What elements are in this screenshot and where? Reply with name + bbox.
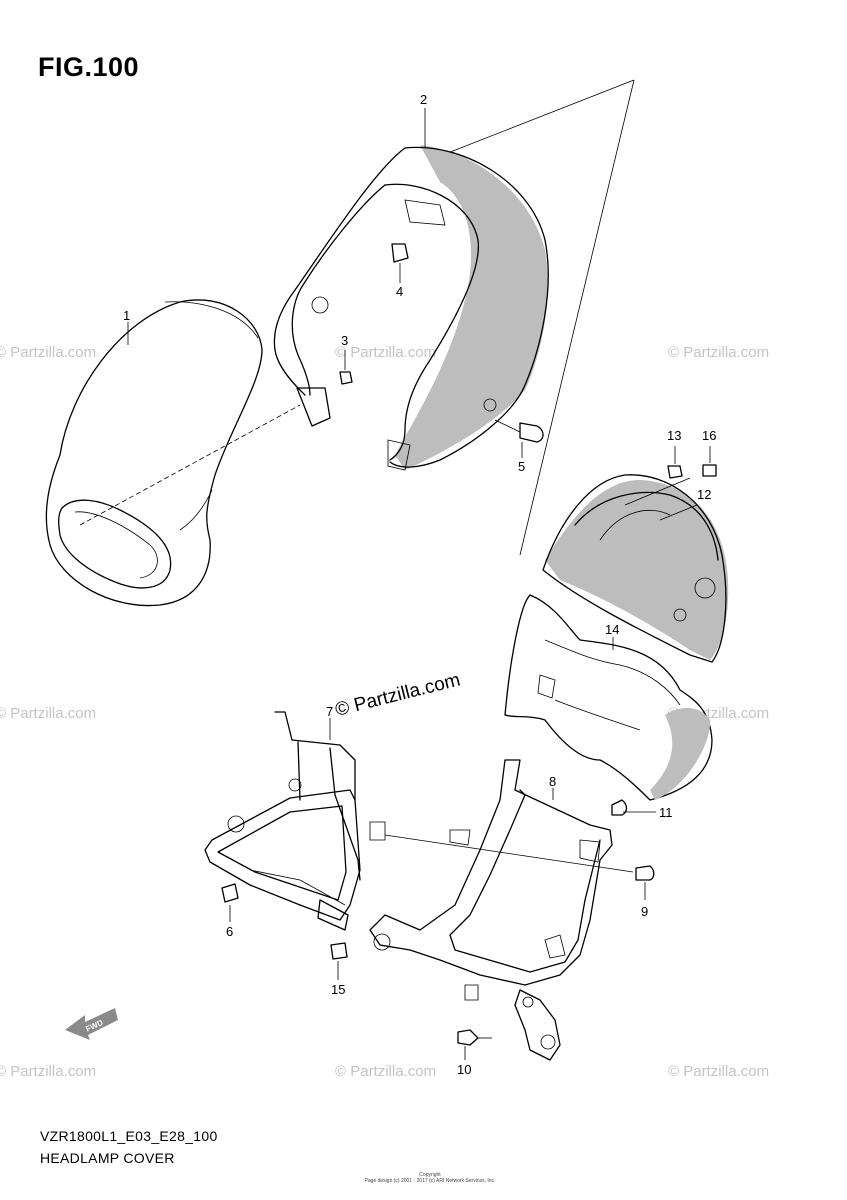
figure-title: FIG.100 — [38, 52, 140, 82]
part-15-nut — [330, 942, 348, 980]
watermark-text: © Partzilla.com — [0, 1063, 96, 1080]
part-6-nut — [221, 883, 239, 922]
watermark-text: © Partzilla.com — [0, 344, 96, 361]
part-3-screw — [339, 350, 353, 385]
part-number-labels: 1 2 3 4 5 6 7 8 9 10 11 12 13 14 15 16 — [123, 92, 716, 1077]
part-label-3: 3 — [341, 333, 348, 348]
part-label-10: 10 — [457, 1062, 471, 1077]
part-label-14: 14 — [605, 622, 619, 637]
watermark-layer: © Partzilla.com © Partzilla.com © Partzi… — [0, 344, 769, 1080]
part-14-lower-panel — [504, 594, 713, 801]
model-code: VZR1800L1_E03_E28_100 — [40, 1128, 218, 1144]
watermark-text: © Partzilla.com — [335, 344, 436, 361]
part-label-13: 13 — [667, 428, 681, 443]
leader-12a — [624, 477, 691, 506]
part-5-rivet — [494, 419, 544, 458]
part-label-7: 7 — [326, 704, 333, 719]
watermark-text: © Partzilla.com — [0, 705, 96, 722]
part-7-left-bracket — [204, 711, 386, 931]
part-label-15: 15 — [331, 982, 345, 997]
part-1-headlamp-shell — [45, 299, 263, 607]
part-label-8: 8 — [549, 774, 556, 789]
part-label-5: 5 — [518, 459, 525, 474]
part-10-bolt — [457, 1029, 492, 1060]
part-4-clip — [391, 243, 409, 283]
watermark-text: © Partzilla.com — [668, 1063, 769, 1080]
watermark-text: © Partzilla.com — [335, 1063, 436, 1080]
part-8-right-bracket — [369, 759, 613, 1061]
part-9-bolt — [635, 865, 655, 900]
part-13-nut — [667, 446, 683, 479]
watermark-text: © Partzilla.com — [668, 344, 769, 361]
part-label-9: 9 — [641, 904, 648, 919]
center-watermark: © Partzilla.com — [333, 670, 462, 721]
part-label-12: 12 — [697, 487, 711, 502]
part-label-11: 11 — [659, 805, 673, 820]
part-label-2: 2 — [420, 92, 427, 107]
guide-lines — [434, 79, 635, 556]
part-label-6: 6 — [226, 924, 233, 939]
part-label-16: 16 — [702, 428, 716, 443]
assembly-dashed-line — [79, 404, 301, 526]
forward-direction-arrow: FWD — [65, 1008, 118, 1040]
copyright-line: Copyright — [419, 1172, 441, 1178]
part-11-stud — [611, 799, 656, 816]
part-label-1: 1 — [123, 308, 130, 323]
copyright-notice: Copyright Page design (c) 2001 - 2017 (c… — [300, 1172, 560, 1184]
part-16-nut — [702, 446, 717, 477]
diagram-title: HEADLAMP COVER — [40, 1150, 175, 1166]
part-12-inner-cover — [542, 474, 729, 663]
leader-9-line — [384, 834, 634, 873]
part-label-4: 4 — [396, 284, 403, 299]
copyright-line: Page design (c) 2001 - 2017 (c) ARI Netw… — [364, 1178, 496, 1184]
leader-12b — [659, 504, 698, 521]
part-2-upper-cover — [273, 145, 549, 471]
